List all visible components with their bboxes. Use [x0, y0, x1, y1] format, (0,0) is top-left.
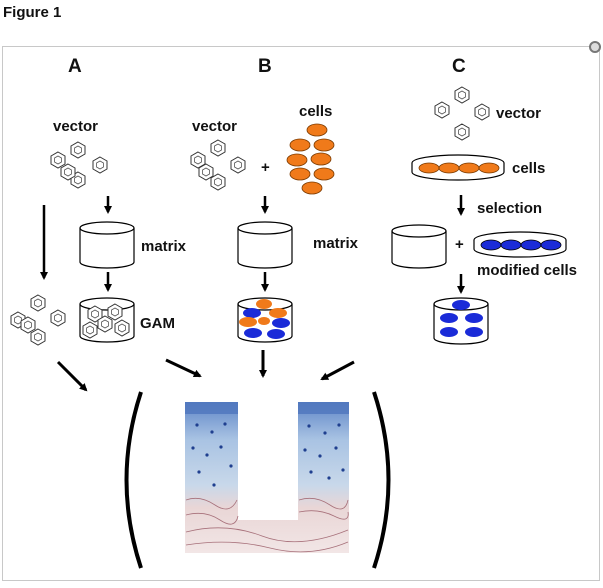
panel-b-vector-cluster: [190, 139, 246, 191]
panel-c-letter: C: [452, 56, 466, 77]
panel-a-vector-cluster: [50, 141, 108, 189]
gene-activated-matrix-icon: [79, 297, 135, 343]
panel-c-matrix-cylinder: [391, 224, 447, 269]
panel-a-letter: A: [68, 56, 82, 77]
panel-b-vector-label: vector: [192, 118, 237, 135]
panel-b-matrix-cylinder: [237, 221, 293, 269]
panel-a-matrix-cylinder: [79, 221, 135, 269]
left-bracket: [124, 391, 143, 569]
zoom-icon[interactable]: [589, 41, 601, 53]
panel-b-seeded-matrix: [237, 297, 293, 343]
panel-b-matrix-label: matrix: [313, 235, 359, 252]
panel-a-free-vectors: [10, 294, 66, 346]
panel-a-gam-label: GAM: [140, 315, 175, 332]
panel-c-modified-dish: [473, 231, 567, 258]
panel-c-to-defect-arrow: [320, 360, 355, 381]
panel-b-cells-label: cells: [299, 103, 332, 120]
panel-c-vector-label: vector: [496, 105, 541, 122]
panel-b-cells-cluster: [286, 123, 335, 195]
panel-c-vector-cluster: [434, 86, 490, 141]
panel-c-selection-label: selection: [477, 200, 542, 217]
panel-b-plus: +: [261, 159, 270, 176]
panel-a-matrix-label: matrix: [141, 238, 187, 255]
figure-title: Figure 1: [3, 4, 62, 21]
panel-a-vector-label: vector: [53, 118, 98, 135]
panel-b-letter: B: [258, 56, 272, 77]
panel-c-cells-label: cells: [512, 160, 545, 177]
panel-a-to-defect-arrow-2: [165, 358, 202, 378]
panel-c-plus: +: [455, 236, 464, 253]
cartilage-defect-histology-icon: [185, 402, 349, 553]
panel-c-culture-dish: [411, 154, 505, 181]
panel-c-modified-cells-label: modified cells: [477, 262, 577, 279]
right-bracket: [372, 391, 391, 569]
panel-a-to-defect-arrow-1: [56, 360, 88, 392]
panel-c-seeded-matrix: [433, 297, 489, 345]
figure-frame: [2, 46, 600, 581]
